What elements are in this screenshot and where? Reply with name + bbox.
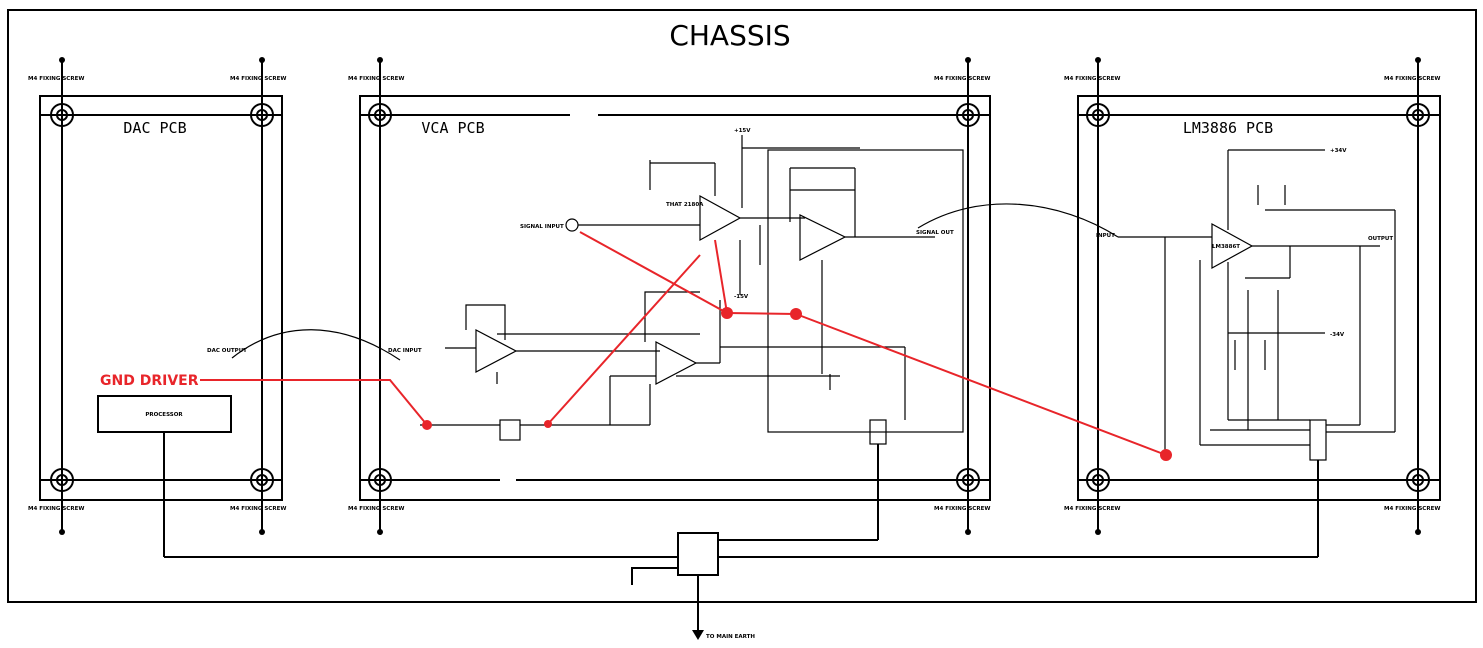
- amp-neg-rail: -34V: [1330, 332, 1345, 338]
- vca-chip: [699, 194, 742, 242]
- dac-input-label: DAC INPUT: [388, 348, 422, 354]
- gnd-node: [1160, 449, 1172, 461]
- screw-hole: [1086, 103, 1110, 127]
- screw-hole: [250, 468, 274, 492]
- fixing-screw-label: M4 FIXING SCREW: [1384, 76, 1440, 82]
- vca-to-amp-wire: [917, 203, 1119, 238]
- amp-output-label: OUTPUT: [1368, 236, 1393, 242]
- fixing-screw-label: M4 FIXING SCREW: [28, 506, 84, 512]
- fixing-screw-label: M4 FIXING SCREW: [28, 76, 84, 82]
- lm3886-pcb: LM3886 PCB INPUT OUTPUT +34V -34V LM3886…: [1077, 57, 1441, 535]
- signal-input-jack: [565, 218, 579, 232]
- opamp-buffer: [475, 329, 518, 373]
- gnd-driver-label: GND DRIVER: [100, 373, 199, 389]
- gnd-driver-annotation: GND DRIVER: [100, 231, 1172, 461]
- signal-out-label: SIGNAL OUT: [916, 230, 954, 236]
- vca-neg-supply: -15V: [734, 294, 749, 300]
- dac-to-vca-wire: [231, 329, 401, 361]
- main-ground-bus: TO MAIN EARTH: [163, 432, 1319, 640]
- fixing-screw-label: M4 FIXING SCREW: [1384, 506, 1440, 512]
- fixing-screw-label: M4 FIXING SCREW: [934, 76, 990, 82]
- lm3886-chip-label: LM3886T: [1212, 244, 1240, 250]
- screw-hole: [368, 103, 392, 127]
- fixing-screw-label: M4 FIXING SCREW: [1064, 76, 1120, 82]
- screw-hole: [50, 468, 74, 492]
- opamp-gain: [655, 341, 698, 385]
- fixing-screw-label: M4 FIXING SCREW: [1064, 506, 1120, 512]
- gnd-node: [721, 307, 733, 319]
- processor-label: PROCESSOR: [145, 412, 183, 418]
- screw-hole: [956, 468, 980, 492]
- fixing-screw-label: M4 FIXING SCREW: [348, 76, 404, 82]
- lm3886-chip: [1211, 222, 1254, 270]
- screw-hole: [1406, 468, 1430, 492]
- vca-pos-supply: +15V: [734, 128, 751, 134]
- star-earth-block: [677, 532, 719, 576]
- chassis-title: CHASSIS: [669, 19, 790, 52]
- vca-pcb: VCA PCB: [359, 57, 991, 535]
- fixing-screw-label: M4 FIXING SCREW: [230, 506, 286, 512]
- signal-input-label: SIGNAL INPUT: [520, 224, 564, 230]
- gnd-node: [544, 420, 552, 428]
- opamp-output: [799, 214, 847, 261]
- star-ground-terminal: [1309, 419, 1327, 461]
- main-earth-label: TO MAIN EARTH: [706, 634, 755, 640]
- amp-pos-rail: +34V: [1330, 148, 1347, 154]
- fixing-screw-label: M4 FIXING SCREW: [934, 506, 990, 512]
- screw-hole: [368, 468, 392, 492]
- vca-pcb-label: VCA PCB: [421, 119, 484, 137]
- screw-hole: [250, 103, 274, 127]
- that-chip-label: THAT 2180A: [666, 202, 704, 208]
- dac-output-label: DAC OUTPUT: [207, 348, 247, 354]
- screw-hole: [1406, 103, 1430, 127]
- gnd-node: [790, 308, 802, 320]
- fixing-screw-label: M4 FIXING SCREW: [230, 76, 286, 82]
- amp-input-label: INPUT: [1096, 233, 1115, 239]
- dac-pcb-label: DAC PCB: [123, 119, 186, 137]
- screw-hole: [956, 103, 980, 127]
- lm3886-pcb-label: LM3886 PCB: [1183, 119, 1273, 137]
- chassis-border: [7, 9, 1477, 603]
- gnd-node: [422, 420, 432, 430]
- screw-hole: [50, 103, 74, 127]
- fixing-screw-label: M4 FIXING SCREW: [348, 506, 404, 512]
- dac-pcb: DAC PCB PROCESSOR DAC OUTPUT: [39, 57, 283, 535]
- screw-hole: [1086, 468, 1110, 492]
